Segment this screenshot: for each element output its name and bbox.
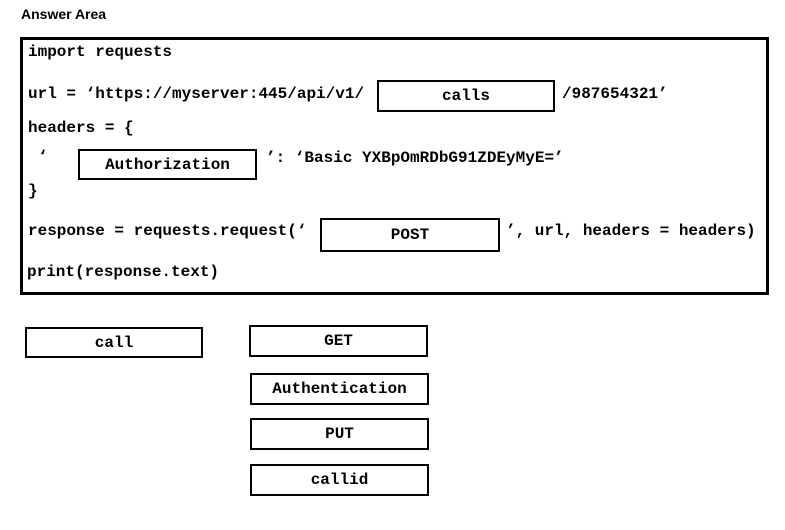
- code-response-after: ’, url, headers = headers): [506, 222, 756, 240]
- page-title: Answer Area: [21, 6, 107, 22]
- drop-target-header-name-label: Authorization: [105, 155, 230, 174]
- code-headers-open: headers = {: [28, 119, 134, 137]
- code-line-import: import requests: [28, 43, 173, 61]
- drop-target-http-method-label: POST: [390, 226, 430, 244]
- code-headers-close: }: [28, 182, 38, 200]
- code-auth-open-quote: ‘: [38, 148, 48, 166]
- option-call-label: call: [94, 333, 134, 352]
- option-authentication-label: Authentication: [272, 380, 407, 398]
- option-get[interactable]: GET: [249, 325, 428, 357]
- code-url-after: /987654321’: [562, 85, 668, 103]
- code-response-before: response = requests.request(‘: [28, 222, 307, 240]
- option-callid[interactable]: callid: [250, 464, 429, 496]
- drop-target-http-method[interactable]: POST: [320, 218, 500, 252]
- drop-target-header-name[interactable]: Authorization: [78, 149, 257, 180]
- option-put-label: PUT: [325, 425, 354, 443]
- code-line-print: print(response.text): [27, 263, 220, 281]
- code-url-before: url = ‘https://myserver:445/api/v1/: [28, 85, 365, 103]
- option-call[interactable]: call: [25, 327, 203, 358]
- option-get-label: GET: [324, 332, 353, 350]
- drop-target-url-segment[interactable]: calls: [377, 80, 555, 112]
- code-auth-after: ’: ‘Basic YXBpOmRDbG91ZDEyMyE=’: [266, 149, 564, 167]
- option-put[interactable]: PUT: [250, 418, 429, 450]
- option-callid-label: callid: [310, 471, 369, 489]
- option-authentication[interactable]: Authentication: [250, 373, 429, 405]
- drop-target-url-segment-label: calls: [441, 87, 490, 105]
- answer-area-panel: import requests url = ‘https://myserver:…: [20, 37, 769, 295]
